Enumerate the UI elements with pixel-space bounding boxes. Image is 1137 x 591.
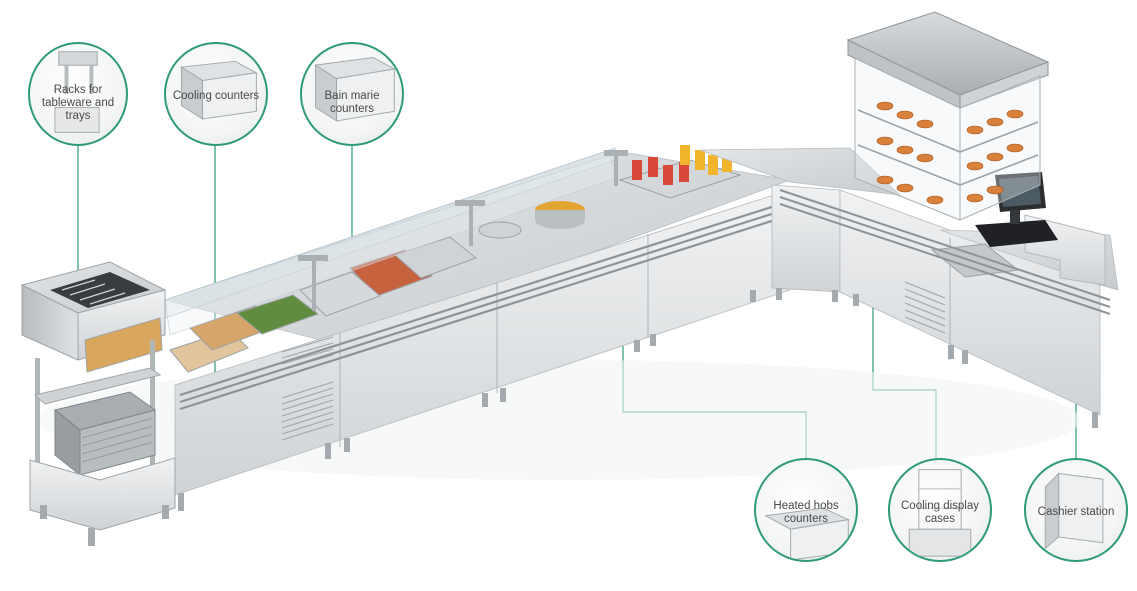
tray-stack-icon	[53, 391, 157, 477]
tableware-rack	[20, 261, 176, 546]
callout-cooling-display-label: Cooling display cases	[901, 500, 979, 525]
cooling-counter-thumbnail-icon	[179, 60, 258, 120]
callout-heated-hobs-label: Heated hobs counters	[773, 500, 839, 525]
callout-bain-marie[interactable]: Bain marie counters	[300, 42, 404, 146]
cashier-thumbnail-icon	[1044, 472, 1104, 550]
callout-cashier[interactable]: Cashier station	[1024, 458, 1128, 562]
cashier-desk	[975, 172, 1106, 286]
callout-bain-marie-label: Bain marie counters	[324, 90, 380, 115]
cutlery-icon	[50, 272, 150, 308]
callout-racks-label: Racks for tableware and trays	[41, 84, 115, 122]
bain-marie-thumbnail-icon	[314, 56, 396, 122]
callout-heated-hobs[interactable]: Heated hobs counters	[754, 458, 858, 562]
cooling-display-case	[846, 11, 1050, 221]
food-gastronorm-pans	[169, 145, 742, 373]
callout-cooling-display[interactable]: Cooling display cases	[888, 458, 992, 562]
cooling-display-thumbnail-icon	[908, 469, 972, 557]
rack-thumbnail-icon	[54, 51, 100, 133]
sneeze-guard	[164, 147, 628, 336]
heated-hobs-thumbnail-icon	[764, 507, 850, 560]
pos-terminal-icon	[975, 172, 1058, 247]
callout-cooling-counters-label: Cooling counters	[172, 90, 260, 102]
callout-cooling-counters[interactable]: Cooling counters	[164, 42, 268, 146]
callout-racks[interactable]: Racks for tableware and trays	[28, 42, 128, 146]
callout-cashier-label: Cashier station	[1037, 506, 1115, 518]
